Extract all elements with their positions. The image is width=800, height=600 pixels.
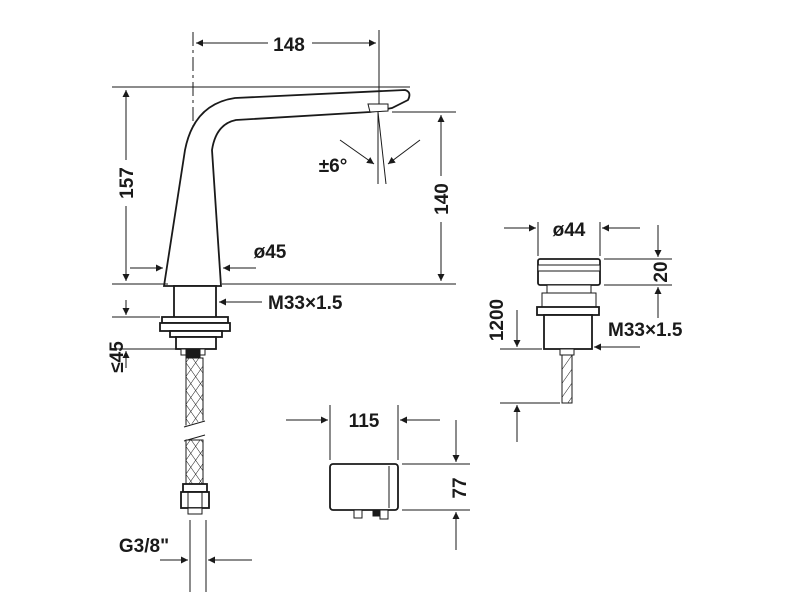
dim-sensor-height: 20 — [651, 261, 672, 282]
sensor-head — [537, 258, 601, 286]
dimension-148: 148 — [196, 30, 380, 104]
dim-outlet-height: 140 — [432, 183, 453, 215]
dimension-sensor-height: 20 — [604, 225, 672, 318]
dim-spout-width: 148 — [273, 35, 305, 56]
dim-mount-thickness: ≤45 — [107, 341, 128, 373]
sensor-drawing — [536, 258, 601, 404]
dimension-angle: ±6° — [319, 111, 421, 185]
dim-sensor-thread: M33×1.5 — [608, 320, 683, 341]
dimension-115: 115 — [286, 405, 440, 460]
faucet-base — [173, 285, 217, 319]
dim-hose-connection: G3/8" — [119, 536, 169, 557]
dimension-hose-connection: G3/8" — [119, 520, 252, 592]
control-box — [329, 463, 399, 511]
dim-sensor-diameter: ø44 — [553, 220, 586, 241]
dimension-77: 77 — [402, 420, 471, 550]
dim-box-width: 115 — [349, 411, 380, 432]
dimension-sensor-thread: M33×1.5 — [594, 320, 683, 351]
faucet-spout — [162, 89, 411, 287]
dimension-157: 157 — [112, 86, 410, 285]
dim-body-diameter: ø45 — [254, 242, 287, 263]
dimension-mount-thickness: ≤45 — [107, 300, 176, 373]
dim-box-height: 77 — [450, 477, 471, 498]
faucet-drawing — [159, 32, 411, 515]
dim-spout-angle: ±6° — [319, 156, 348, 177]
dim-total-height: 157 — [117, 167, 138, 199]
supply-hose — [180, 357, 210, 515]
dimension-sensor-diameter: ø44 — [504, 220, 640, 256]
dimension-140: 140 — [222, 111, 456, 285]
dim-thread-main: M33×1.5 — [268, 293, 343, 314]
dimension-body-diameter: ø45 — [130, 242, 287, 272]
dimension-thread-main: M33×1.5 — [219, 293, 343, 314]
dimension-cable-length: 1200 — [487, 299, 560, 442]
control-box-drawing — [329, 463, 399, 520]
dim-cable-length: 1200 — [487, 299, 508, 341]
